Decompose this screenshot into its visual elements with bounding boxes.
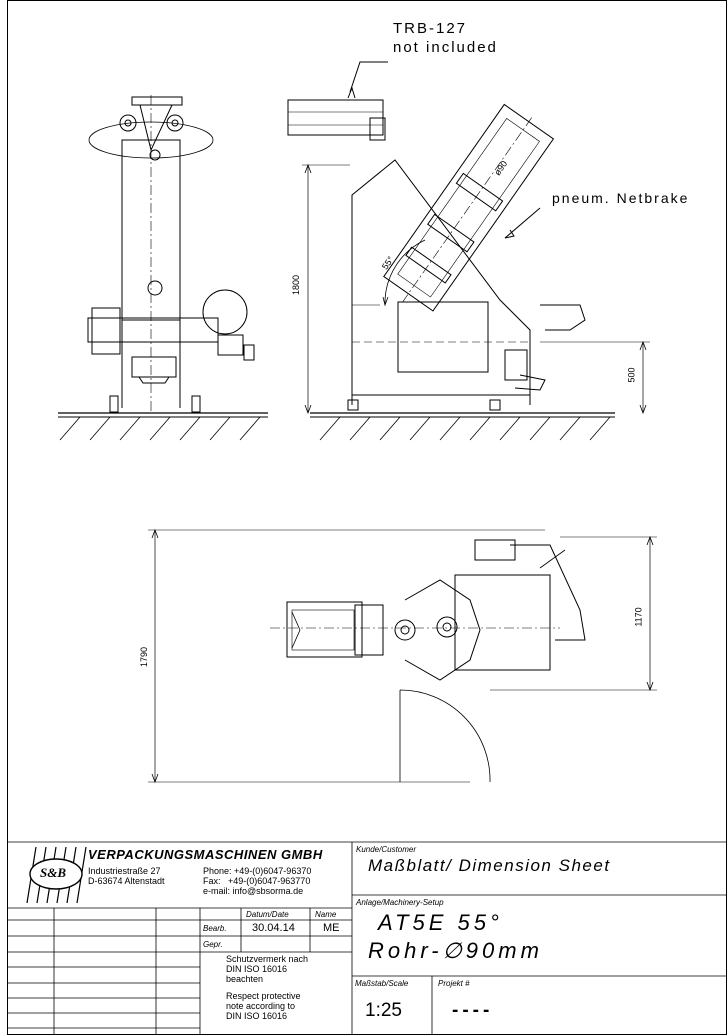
setup-line-2: Rohr-∅90mm bbox=[368, 938, 543, 963]
company-name: VERPACKUNGSMASCHINEN GMBH bbox=[88, 847, 323, 862]
trb-callout-line2: not included bbox=[393, 39, 498, 56]
company-phone: Phone: +49-(0)6047-96370 bbox=[203, 866, 312, 876]
dimension-1170: 1170 bbox=[633, 607, 644, 627]
company-email: e-mail: info@sbsorma.de bbox=[203, 886, 304, 896]
dimension-1790: 1790 bbox=[139, 646, 150, 668]
company-logo bbox=[26, 846, 87, 904]
scale-value: 1:25 bbox=[365, 1000, 402, 1021]
top-view bbox=[148, 528, 657, 784]
sheet-title: Maßblatt/ Dimension Sheet bbox=[368, 856, 611, 875]
company-fax: Fax: +49-(0)6047-963770 bbox=[203, 876, 311, 886]
bearb-name: ME bbox=[323, 922, 340, 934]
project-label: Projekt # bbox=[438, 979, 470, 988]
row-gepr-label: Gepr. bbox=[203, 940, 223, 949]
row-bearb-label: Bearb. bbox=[203, 924, 227, 933]
trb-callout-line1: TRB-127 bbox=[393, 20, 468, 37]
bearb-date: 30.04.14 bbox=[252, 922, 295, 934]
scale-label: Maßstab/Scale bbox=[355, 979, 409, 988]
protection-note-en: Respect protective note according to DIN… bbox=[226, 991, 301, 1021]
setup-label: Anlage/Machinery-Setup bbox=[356, 898, 444, 907]
title-block-lines bbox=[7, 841, 727, 1035]
col-datum-header: Datum/Date bbox=[246, 910, 289, 919]
company-address-2: D-63674 Altenstadt bbox=[88, 876, 165, 886]
project-value: ---- bbox=[452, 1000, 494, 1021]
logo-text: S&B bbox=[40, 865, 67, 880]
protection-note-de: Schutzvermerk nach DIN ISO 16016 beachte… bbox=[226, 954, 309, 984]
dimension-500: 500 bbox=[626, 367, 637, 383]
col-name-header: Name bbox=[315, 910, 337, 919]
dimension-1800: 1800 bbox=[291, 274, 302, 296]
company-address-1: Industriestraße 27 bbox=[88, 866, 161, 876]
customer-label: Kunde/Customer bbox=[356, 845, 417, 854]
front-view bbox=[58, 95, 268, 441]
side-view bbox=[287, 61, 650, 441]
setup-line-1: AT5E 55° bbox=[378, 910, 503, 935]
netbrake-callout: pneum. Netbrake bbox=[552, 190, 690, 206]
